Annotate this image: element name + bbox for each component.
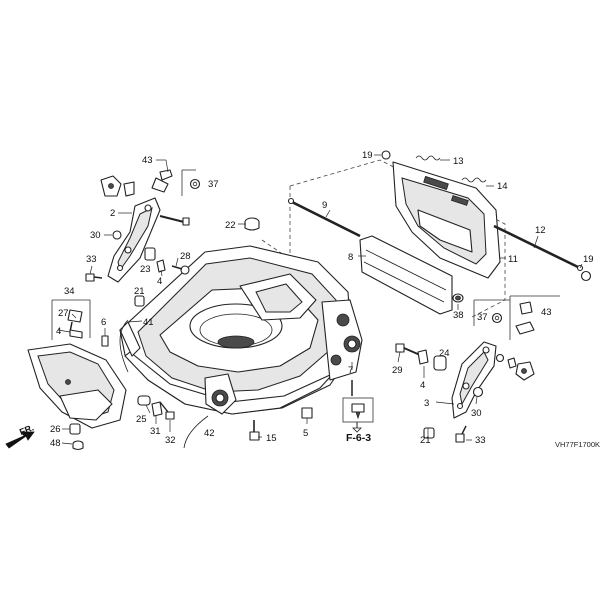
bolt-32 xyxy=(159,401,175,420)
callout-13: 13 xyxy=(453,156,464,167)
callout-38: 38 xyxy=(453,310,464,321)
reference-label: F-6-3 xyxy=(346,432,371,444)
callout-29: 29 xyxy=(392,365,403,376)
part-38 xyxy=(452,293,464,303)
callout-32: 32 xyxy=(165,435,176,446)
nut-30-left xyxy=(112,230,122,240)
callout-30-right: 30 xyxy=(471,408,482,419)
callout-43-left: 43 xyxy=(142,155,153,166)
leader-lines xyxy=(57,154,583,445)
rear-adjuster-gear xyxy=(321,299,363,381)
nut-19-top xyxy=(381,150,391,160)
callout-33-right: 33 xyxy=(475,435,486,446)
callout-24: 24 xyxy=(439,348,450,359)
callout-30-left: 30 xyxy=(90,230,101,241)
clip-right xyxy=(507,357,517,369)
callout-4-left: 4 xyxy=(157,276,162,287)
callout-21-right: 21 xyxy=(420,435,431,446)
knob-right xyxy=(515,361,535,381)
rear-frame-11 xyxy=(392,161,501,279)
callout-48: 48 xyxy=(50,438,61,449)
rod-9 xyxy=(287,197,361,238)
callout-33-left: 33 xyxy=(86,254,97,265)
callout-31: 31 xyxy=(150,426,161,437)
inset-box-34 xyxy=(51,299,91,340)
callout-6: 6 xyxy=(101,317,106,328)
bolt-15 xyxy=(249,420,260,441)
diagram-code: VH77F1700K xyxy=(555,440,600,449)
callout-28: 28 xyxy=(180,251,191,262)
part-5 xyxy=(301,407,313,419)
callout-labels: 43 37 2 30 33 23 28 4 22 21 34 27 4 6 41… xyxy=(50,150,594,449)
clip-4-right xyxy=(417,349,429,365)
callout-37-right: 37 xyxy=(477,312,488,323)
callout-27: 27 xyxy=(58,308,69,319)
callout-9: 9 xyxy=(322,200,327,211)
bolt-2-area xyxy=(159,215,190,226)
bolt-33-right xyxy=(455,425,467,443)
callout-7: 7 xyxy=(348,365,353,376)
strip-42 xyxy=(183,415,209,449)
left-handle-bracket xyxy=(107,197,161,283)
callout-21-left: 21 xyxy=(134,286,145,297)
spring-13 xyxy=(415,155,441,161)
collar-24 xyxy=(433,355,447,371)
front-marker-label: FR. xyxy=(18,423,35,438)
callout-12: 12 xyxy=(535,225,546,236)
inset-box-37-left xyxy=(181,169,201,196)
nut-19-right xyxy=(580,270,592,282)
collar-23 xyxy=(144,247,156,261)
callout-37-left: 37 xyxy=(208,179,219,190)
callout-19-top: 19 xyxy=(362,150,373,161)
inset-box-37-right xyxy=(473,299,510,326)
callout-34: 34 xyxy=(64,286,75,297)
bolt-33-left xyxy=(85,273,103,282)
cap-22 xyxy=(244,217,260,231)
spring-14 xyxy=(461,177,487,183)
callout-3: 3 xyxy=(424,398,429,409)
callout-23: 23 xyxy=(140,264,151,275)
clip-4-left xyxy=(156,259,166,273)
callout-2: 2 xyxy=(110,208,115,219)
callout-43-right: 43 xyxy=(541,307,552,318)
callout-26: 26 xyxy=(50,424,61,435)
inset-box-43-right xyxy=(509,295,560,340)
washer-right xyxy=(495,353,505,363)
callout-15: 15 xyxy=(266,433,277,444)
part-48 xyxy=(72,440,84,451)
nut-30-right xyxy=(472,386,484,398)
callout-19-right: 19 xyxy=(583,254,594,265)
pin-25 xyxy=(137,395,151,406)
clip-6 xyxy=(101,335,109,347)
strip-41 xyxy=(119,319,129,373)
callout-14: 14 xyxy=(497,181,508,192)
collar-21-left xyxy=(134,295,145,307)
front-adjuster-gear xyxy=(204,373,237,415)
callout-22: 22 xyxy=(225,220,236,231)
right-handle-bracket xyxy=(451,341,497,419)
callout-41: 41 xyxy=(143,317,154,328)
collar-26 xyxy=(69,423,81,435)
bolt-28 xyxy=(171,265,190,275)
reference-box xyxy=(342,397,374,433)
callout-25: 25 xyxy=(136,414,147,425)
collar-21-right xyxy=(423,427,435,439)
side-discharge-cover xyxy=(27,343,127,429)
callout-11: 11 xyxy=(508,254,518,265)
callout-5: 5 xyxy=(303,428,308,439)
clamp-43-left xyxy=(100,169,173,197)
rear-flap-8 xyxy=(359,235,453,315)
callout-4-box: 4 xyxy=(56,326,61,337)
mower-deck xyxy=(119,245,363,415)
callout-8: 8 xyxy=(348,252,353,263)
callout-4-right: 4 xyxy=(420,380,425,391)
part-31 xyxy=(151,401,163,417)
callout-42: 42 xyxy=(204,428,215,439)
front-direction-arrow xyxy=(5,431,35,449)
